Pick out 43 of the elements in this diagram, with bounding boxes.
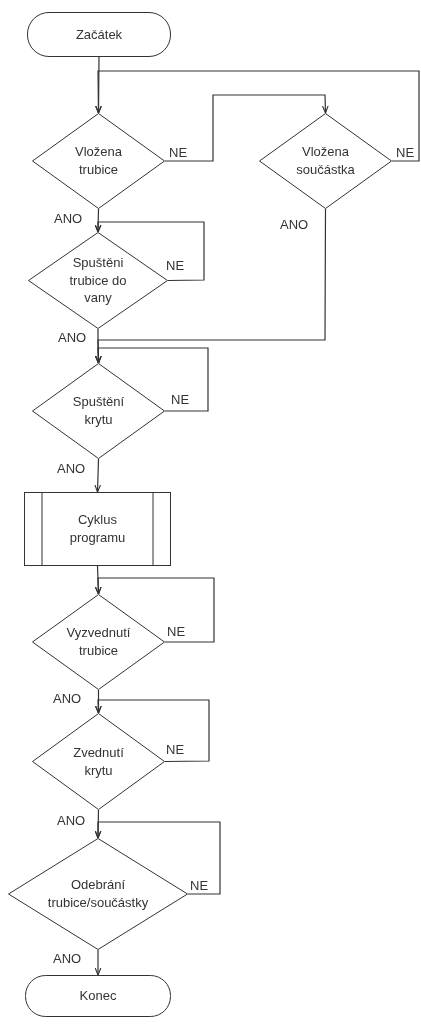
node-text: Spuštění krytu [71,393,126,429]
edge-label: ANO [52,951,83,966]
edge-label: ANO [57,330,88,345]
decision-diamond [32,363,165,459]
arrow [94,458,102,493]
node-text: Odebrání trubice/součástky [46,876,150,912]
decision-diamond [32,713,165,810]
edge-label: NE [166,624,187,639]
edge-label: NE [165,258,186,273]
node-text: Konec [79,987,117,1005]
arrow [94,949,102,976]
edge-label: ANO [52,691,83,706]
decision-diamond [28,232,168,329]
edge-label: NE [189,878,210,893]
node-text: Začátek [75,25,123,44]
arrow [94,821,221,895]
subprocess-box [24,492,171,566]
decision-diamond [32,594,165,690]
edge-label: ANO [56,813,87,828]
node-text: Vyzvednutí trubice [65,624,132,660]
decision-diamond [32,113,165,209]
edge-label: NE [168,145,189,160]
node-text: Vložena součástka [295,143,356,179]
arrow [94,577,215,643]
decision-diamond [259,113,392,209]
edge-label: ANO [56,461,87,476]
edge-label: ANO [53,211,84,226]
arrow [164,94,329,162]
arrow [94,347,209,412]
edge-label: NE [170,392,191,407]
terminator-shape [25,975,171,1017]
arrow [95,70,420,162]
arrow [94,221,205,282]
arrow [94,699,210,763]
terminator-shape [27,12,171,57]
node-text: Cyklus programu [68,511,127,547]
edge-label: NE [395,145,416,160]
node-text: Vložena trubice [74,143,123,179]
node-text: Zvednutí krytu [72,743,125,780]
edge-label: NE [165,742,186,757]
edge-label: ANO [279,217,310,232]
node-text: Spuštěni trubice do vany [68,254,128,307]
decision-diamond [8,838,188,950]
